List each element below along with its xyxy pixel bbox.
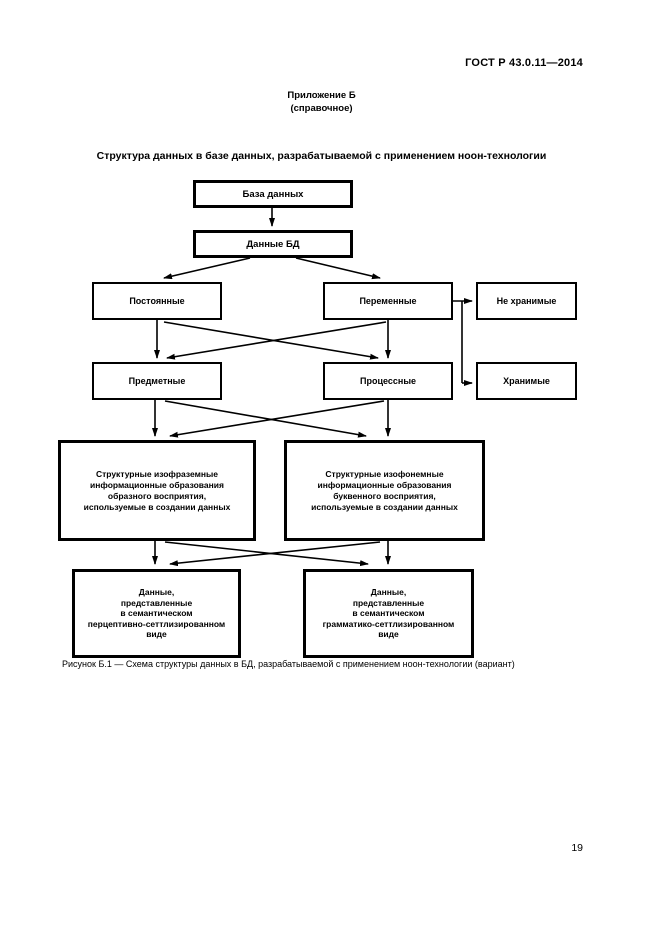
- node-constant: Постоянные: [92, 282, 222, 320]
- section-title: Структура данных в базе данных, разрабат…: [96, 150, 547, 162]
- text-line: виде: [146, 629, 167, 640]
- text-line: информационные образования: [90, 479, 224, 490]
- node-isophrase-text: Структурные изофраземные информационные …: [84, 469, 231, 513]
- text-line: Данные,: [138, 587, 175, 598]
- node-perceptive-data: Данные, представленные в семантическом п…: [72, 569, 241, 658]
- page-number: 19: [571, 842, 583, 854]
- appendix-subtitle: (справочное): [290, 103, 353, 114]
- text-line: буквенного восприятия,: [333, 490, 436, 501]
- text-line: Структурные изофонемные: [325, 468, 444, 479]
- node-perceptive-data-text: Данные, представленные в семантическом п…: [88, 587, 225, 640]
- appendix-title: Приложение Б: [287, 90, 356, 101]
- node-subject-label: Предметные: [128, 376, 186, 386]
- text-line: в семантическом: [352, 608, 425, 619]
- node-variable: Переменные: [323, 282, 453, 320]
- text-line: представленные: [352, 597, 425, 608]
- text-line: грамматико-сеттлизированном: [322, 618, 455, 629]
- figure-caption: Рисунок Б.1 — Схема структуры данных в Б…: [62, 659, 515, 669]
- text-line: виде: [378, 629, 399, 640]
- node-stored-label: Хранимые: [503, 376, 550, 386]
- text-line: представленные: [120, 597, 193, 608]
- text-line: Структурные изофраземные: [95, 468, 219, 479]
- text-line: информационные образования: [317, 479, 452, 490]
- node-database-label: База данных: [242, 188, 304, 200]
- node-isophoneme: Структурные изофонемные информационные о…: [284, 440, 485, 541]
- text-line: в семантическом: [120, 608, 193, 619]
- node-database: База данных: [193, 180, 353, 208]
- text-line: используемые в создании данных: [311, 501, 458, 512]
- node-isophrase: Структурные изофраземные информационные …: [58, 440, 256, 541]
- node-not-stored: Не хранимые: [476, 282, 577, 320]
- text-line: перцептивно-сеттлизированном: [87, 618, 226, 629]
- text-line: используемые в создании данных: [83, 501, 231, 512]
- node-grammar-data-text: Данные, представленные в семантическом г…: [323, 587, 455, 640]
- node-db-data: Данные БД: [193, 230, 353, 258]
- node-process: Процессные: [323, 362, 453, 400]
- node-constant-label: Постоянные: [129, 296, 185, 306]
- node-variable-label: Переменные: [359, 296, 417, 306]
- standard-number: ГОСТ Р 43.0.11—2014: [465, 57, 583, 69]
- node-subject: Предметные: [92, 362, 222, 400]
- node-stored: Хранимые: [476, 362, 577, 400]
- node-isophoneme-text: Структурные изофонемные информационные о…: [311, 469, 458, 513]
- node-db-data-label: Данные БД: [246, 238, 300, 250]
- node-not-stored-label: Не хранимые: [496, 296, 557, 306]
- node-grammar-data: Данные, представленные в семантическом г…: [303, 569, 474, 658]
- text-line: Данные,: [370, 587, 407, 598]
- node-process-label: Процессные: [359, 376, 417, 386]
- text-line: образного восприятия,: [107, 490, 207, 501]
